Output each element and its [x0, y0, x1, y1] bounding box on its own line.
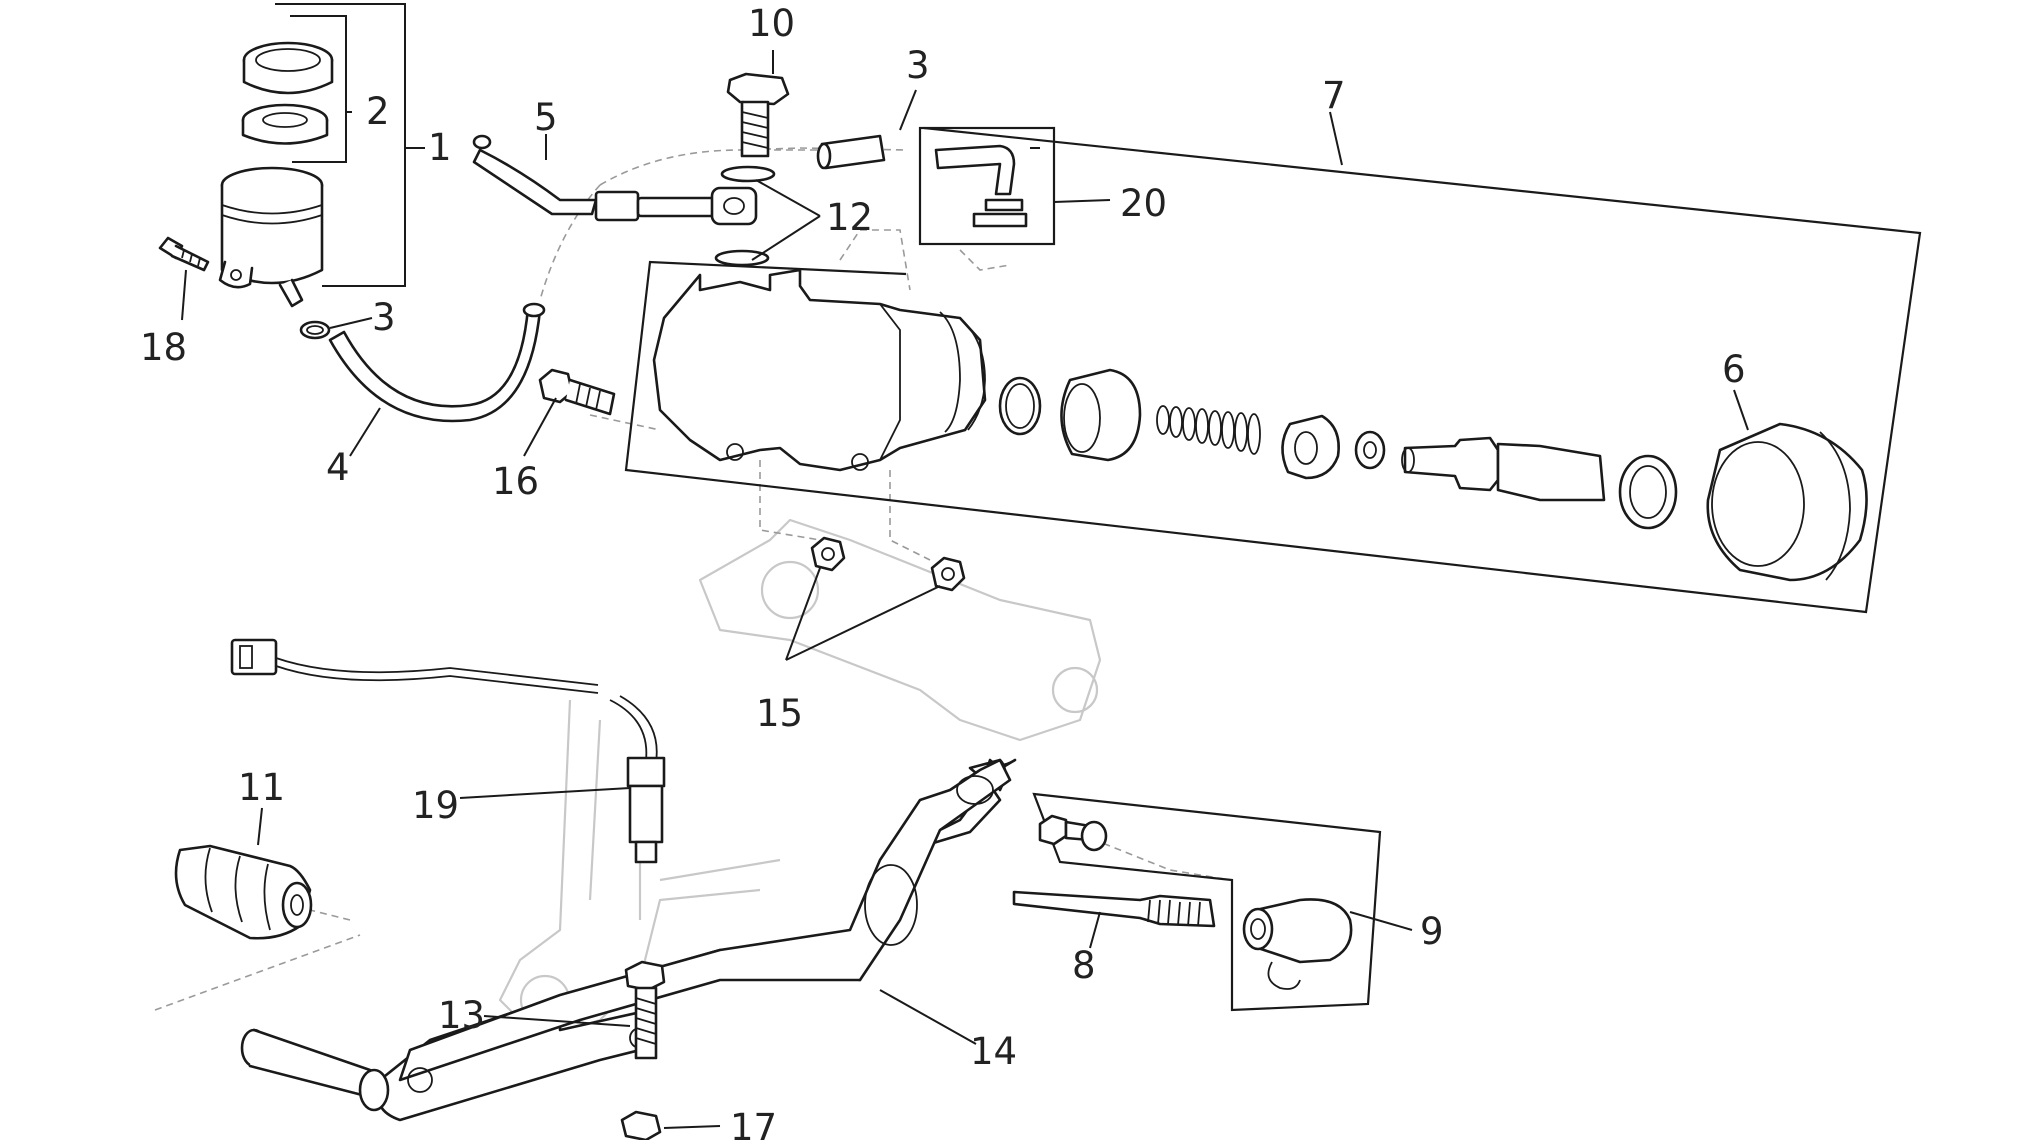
callout-1: 1: [428, 126, 452, 169]
callout-9: 9: [1420, 910, 1444, 953]
piston-cup: [1060, 368, 1142, 462]
callout-3a: 3: [906, 44, 930, 87]
callout-20: 20: [1120, 182, 1167, 225]
clevis-ball-joint: [1242, 898, 1353, 990]
spring-seat: [1281, 414, 1340, 480]
piston-rod: [1401, 436, 1606, 502]
callout-5: 5: [534, 96, 558, 139]
push-rod: [1012, 890, 1216, 928]
banjo-bolt: [726, 72, 790, 158]
small-washer: [1354, 430, 1386, 470]
callout-18: 18: [140, 326, 187, 369]
hose-sleeve: [816, 134, 886, 170]
lock-nut: [810, 536, 966, 592]
callout-7: 7: [1322, 74, 1346, 117]
reservoir-hose: [328, 302, 546, 423]
callout-15: 15: [756, 692, 803, 735]
mounting-bolt: [538, 368, 616, 416]
reservoir-screw: [158, 236, 210, 272]
callout-2: 2: [366, 90, 390, 133]
elbow-fitting: [934, 144, 1028, 228]
brake-pedal-lever: [376, 758, 1017, 1122]
callout-labels: 1 2 3 3 4 5 6 7 8 9 10 11 12 13 14 15 16…: [140, 2, 1746, 1140]
callout-8: 8: [1072, 944, 1096, 987]
callout-6: 6: [1722, 348, 1746, 391]
fluid-reservoir: [218, 166, 324, 308]
adjuster-nut: [620, 1110, 662, 1140]
dust-boot: [1706, 422, 1868, 582]
callout-13: 13: [438, 994, 485, 1037]
callout-14: 14: [970, 1030, 1017, 1073]
brake-light-switch: [230, 638, 666, 864]
callout-12: 12: [826, 196, 873, 239]
return-spring: [1156, 405, 1261, 455]
fluid-reservoir-cap: [242, 41, 334, 95]
pedal-rubber: [174, 844, 313, 940]
circlip: [1618, 454, 1678, 530]
cylinder-seal-ring: [998, 376, 1042, 436]
reservoir-diaphragm: [241, 103, 329, 145]
pedal-pivot-pin: [240, 1028, 390, 1112]
callout-16: 16: [492, 460, 539, 503]
callout-17: 17: [730, 1106, 777, 1140]
sealing-washer: [714, 165, 776, 267]
callout-11: 11: [238, 766, 285, 809]
hose-clamp: [299, 320, 331, 340]
callout-19: 19: [412, 784, 459, 827]
callout-4: 4: [326, 446, 350, 489]
callout-10: 10: [748, 2, 795, 45]
feed-hose: [472, 134, 758, 226]
leader-lines: [181, 50, 1749, 1129]
clevis-screw: [1038, 814, 1108, 852]
callout-3b: 3: [372, 296, 396, 339]
master-cylinder-body: [652, 268, 987, 472]
adjusting-bolt: [624, 960, 666, 1060]
